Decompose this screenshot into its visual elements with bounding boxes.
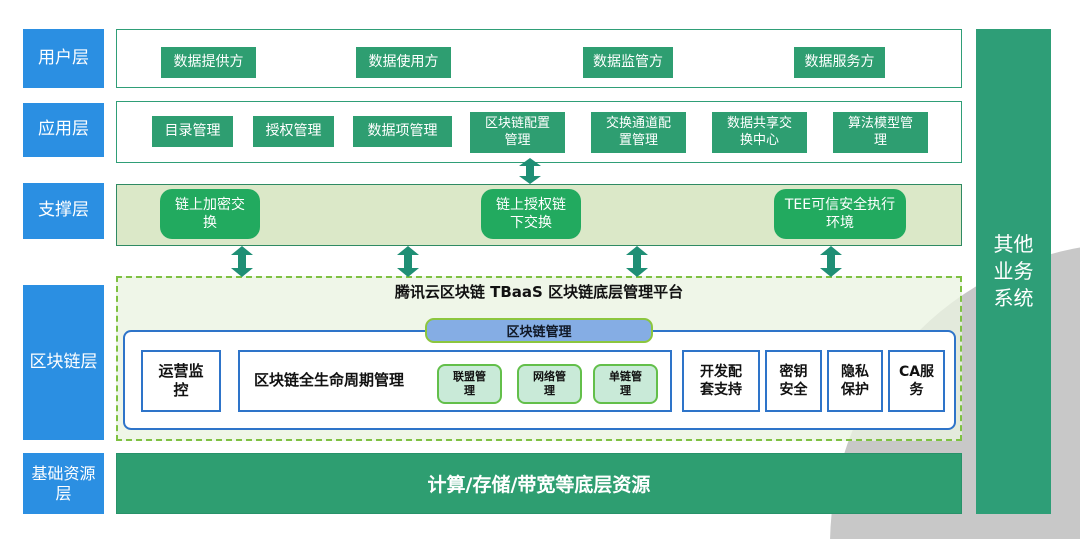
layer-label-user: 用户层 — [23, 29, 104, 88]
updown-arrow-icon — [519, 158, 541, 184]
mint-alliance-mgmt: 联盟管理 — [437, 364, 502, 404]
chip-algorithm-model-mgmt: 算法模型管理 — [833, 112, 928, 153]
app-layer-box: 目录管理 授权管理 数据项管理 区块链配置管理 交换通道配置管理 数据共享交换中… — [116, 101, 962, 163]
chip-auth-mgmt: 授权管理 — [253, 116, 334, 147]
cell-privacy-protection: 隐私保护 — [827, 350, 883, 412]
cell-dev-support: 开发配套支持 — [682, 350, 760, 412]
chip-data-sharing-center: 数据共享交换中心 — [712, 112, 807, 153]
chip-data-service: 数据服务方 — [794, 47, 885, 78]
updown-arrow-icon — [820, 246, 842, 277]
user-layer-box: 数据提供方 数据使用方 数据监管方 数据服务方 — [116, 29, 962, 88]
cell-lifecycle-mgmt: 区块链全生命周期管理 联盟管理 网络管理 单链管理 — [238, 350, 672, 412]
updown-arrow-icon — [626, 246, 648, 277]
lifecycle-label: 区块链全生命周期管理 — [254, 371, 405, 390]
mint-network-mgmt: 网络管理 — [517, 364, 582, 404]
chip-catalog-mgmt: 目录管理 — [152, 116, 233, 147]
layer-label-blockchain: 区块链层 — [23, 285, 104, 440]
chip-blockchain-config-mgmt: 区块链配置管理 — [470, 112, 565, 153]
chip-data-regulator: 数据监管方 — [583, 47, 673, 78]
pill-onchain-encrypted-exchange: 链上加密交换 — [160, 189, 260, 239]
layer-label-resource: 基础资源层 — [23, 453, 104, 514]
support-layer-band: 链上加密交换 链上授权链下交换 TEE可信安全执行环境 — [116, 184, 962, 246]
blockchain-mgmt-tab: 区块链管理 — [425, 318, 653, 343]
cell-operations-monitoring: 运营监控 — [141, 350, 221, 412]
chip-exchange-channel-config: 交换通道配置管理 — [591, 112, 686, 153]
pill-tee-environment: TEE可信安全执行环境 — [774, 189, 906, 239]
cell-ca-service: CA服务 — [888, 350, 945, 412]
layer-label-support: 支撑层 — [23, 183, 104, 239]
updown-arrow-icon — [397, 246, 419, 277]
platform-title: 腾讯云区块链 TBaaS 区块链底层管理平台 — [394, 283, 684, 301]
pill-onchain-auth-offchain-exchange: 链上授权链下交换 — [481, 189, 581, 239]
layer-label-app: 应用层 — [23, 103, 104, 157]
mint-single-chain-mgmt: 单链管理 — [593, 364, 658, 404]
chip-data-consumer: 数据使用方 — [356, 47, 451, 78]
cell-key-security: 密钥安全 — [765, 350, 822, 412]
other-business-systems-label: 其他业务系统 — [993, 232, 1034, 310]
chip-dataitem-mgmt: 数据项管理 — [353, 116, 452, 147]
other-business-systems-column: 其他业务系统 — [976, 29, 1051, 514]
resource-bar: 计算/存储/带宽等底层资源 — [116, 453, 962, 514]
chip-data-provider: 数据提供方 — [161, 47, 256, 78]
updown-arrow-icon — [231, 246, 253, 277]
